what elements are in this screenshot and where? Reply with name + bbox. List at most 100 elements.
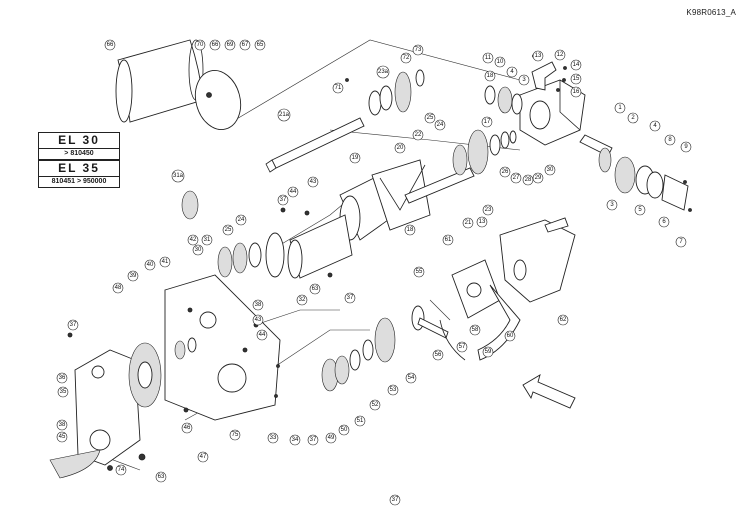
callout-bubble bbox=[252, 314, 264, 326]
callout-label: 14 bbox=[573, 62, 580, 68]
callout-label: 13 bbox=[535, 53, 542, 59]
callout-label: 48 bbox=[115, 285, 122, 291]
callout-bubble bbox=[499, 166, 511, 178]
callout-33: 33 bbox=[267, 432, 279, 444]
callout-label: 27 bbox=[513, 175, 520, 181]
callout-bubble bbox=[296, 294, 308, 306]
callout-label: 54 bbox=[408, 375, 415, 381]
callout-label: 18 bbox=[487, 73, 494, 79]
callout-43: 43 bbox=[307, 176, 319, 188]
callout-label: 2 bbox=[631, 115, 635, 121]
callout-label: 60 bbox=[507, 333, 514, 339]
callout-29: 29 bbox=[532, 172, 544, 184]
callout-bubble bbox=[554, 49, 566, 61]
model-serial-range: 810451 > 950000 bbox=[51, 178, 107, 185]
callout-bubble bbox=[484, 70, 496, 82]
disc-plate-part bbox=[194, 70, 242, 130]
callout-42: 42 bbox=[187, 234, 199, 246]
callout-label: 37 bbox=[392, 497, 399, 503]
callout-bubble bbox=[56, 419, 68, 431]
callout-13: 13 bbox=[476, 216, 488, 228]
callout-54: 54 bbox=[405, 372, 417, 384]
callout-bubble bbox=[510, 172, 522, 184]
callout-label: 71 bbox=[335, 85, 342, 91]
callout-61: 61 bbox=[442, 234, 454, 246]
callout-label: 21 bbox=[465, 220, 472, 226]
callout-bubble bbox=[187, 234, 199, 246]
callout-59: 59 bbox=[482, 346, 494, 358]
callout-50: 50 bbox=[338, 424, 350, 436]
middle-gear-cluster bbox=[452, 129, 517, 176]
callout-bubble bbox=[112, 282, 124, 294]
callout-label: 32 bbox=[299, 297, 306, 303]
callout-60: 60 bbox=[504, 330, 516, 342]
callout-label: 67 bbox=[242, 42, 249, 48]
callout-label: 31a bbox=[173, 173, 184, 179]
callout-bubble bbox=[56, 372, 68, 384]
callout-38: 38 bbox=[56, 419, 68, 431]
callout-label: 37 bbox=[347, 295, 354, 301]
callout-label: 15 bbox=[573, 76, 580, 82]
callout-bubble bbox=[201, 234, 213, 246]
callout-bubble bbox=[344, 292, 356, 304]
callout-bubble bbox=[522, 174, 534, 186]
callout-75: 75 bbox=[229, 429, 241, 441]
bottom-shield-part bbox=[49, 449, 101, 479]
callout-bubble bbox=[405, 372, 417, 384]
left-gear-stack bbox=[217, 232, 285, 278]
callout-bubble bbox=[254, 39, 266, 51]
callout-label: 6 bbox=[662, 219, 666, 225]
callout-23: 23 bbox=[482, 204, 494, 216]
callout-17: 17 bbox=[481, 116, 493, 128]
callout-bubble bbox=[369, 399, 381, 411]
main-side-plate bbox=[164, 274, 281, 421]
callout-label: 30 bbox=[195, 247, 202, 253]
right-cover-parts bbox=[614, 156, 689, 211]
callout-label: 61 bbox=[445, 237, 452, 243]
callout-bubble bbox=[434, 119, 446, 131]
callout-label: 7 bbox=[679, 239, 683, 245]
gearbox-housing-part bbox=[519, 79, 586, 146]
callout-20: 20 bbox=[394, 142, 406, 154]
callout-label: 39 bbox=[130, 273, 137, 279]
callout-bubble bbox=[570, 86, 582, 98]
callout-24: 24 bbox=[434, 119, 446, 131]
callout-label: 30 bbox=[547, 167, 554, 173]
callout-bubble bbox=[277, 108, 291, 122]
callout-label: 3 bbox=[522, 77, 526, 83]
callout-56: 56 bbox=[432, 349, 444, 361]
callout-6: 6 bbox=[658, 216, 670, 228]
callout-13: 13 bbox=[532, 50, 544, 62]
callout-label: 59 bbox=[485, 349, 492, 355]
callout-72: 72 bbox=[400, 52, 412, 64]
callout-label: 37 bbox=[280, 197, 287, 203]
callout-bubble bbox=[239, 39, 251, 51]
callout-74: 74 bbox=[115, 464, 127, 476]
callout-label: 23a bbox=[378, 69, 389, 75]
callout-71: 71 bbox=[332, 82, 344, 94]
callout-bubble bbox=[197, 451, 209, 463]
callout-36: 36 bbox=[56, 372, 68, 384]
callout-label: 12 bbox=[557, 52, 564, 58]
callout-label: 8 bbox=[668, 137, 672, 143]
callout-bubble bbox=[354, 415, 366, 427]
callout-73: 73 bbox=[412, 44, 424, 56]
upper-gear-assembly bbox=[368, 69, 425, 116]
callout-label: 51 bbox=[357, 418, 364, 424]
callout-bubble bbox=[557, 314, 569, 326]
callout-26: 26 bbox=[499, 166, 511, 178]
callout-label: 37 bbox=[310, 437, 317, 443]
callout-57: 57 bbox=[456, 341, 468, 353]
callout-35: 35 bbox=[57, 386, 69, 398]
callout-47: 47 bbox=[197, 451, 209, 463]
callout-37: 37 bbox=[389, 494, 401, 506]
callout-label: 5 bbox=[638, 207, 642, 213]
callout-label: 49 bbox=[328, 435, 335, 441]
callout-bubble bbox=[649, 120, 661, 132]
callout-5: 5 bbox=[634, 204, 646, 216]
model-box-el35: EL 35 810451 > 950000 bbox=[38, 160, 120, 188]
callout-label: 24 bbox=[238, 217, 245, 223]
callout-18: 18 bbox=[484, 70, 496, 82]
callout-label: 55 bbox=[416, 269, 423, 275]
